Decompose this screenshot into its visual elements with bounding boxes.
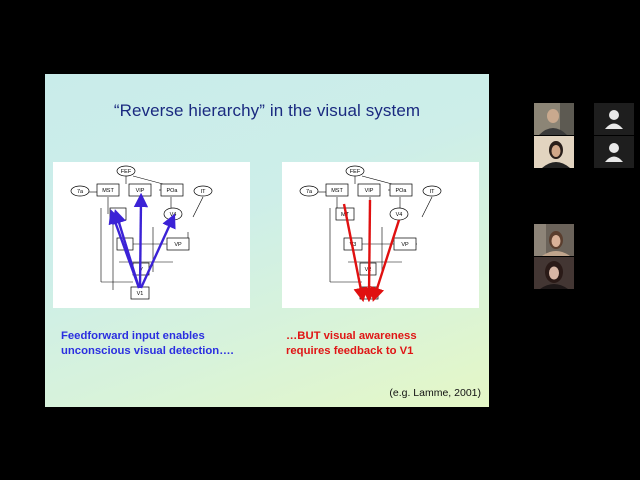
- feedforward-arrows: [108, 192, 176, 289]
- v2-node: [359, 262, 377, 276]
- poa-label: POa: [395, 188, 407, 194]
- vip-label: VIP: [365, 188, 374, 194]
- fef-label: FEF: [350, 169, 361, 175]
- mst-node: [96, 183, 120, 197]
- it-label: IT: [201, 189, 207, 195]
- it-node: [422, 185, 442, 197]
- v1-label: V1: [137, 291, 144, 297]
- participant-video-3[interactable]: [534, 136, 574, 168]
- it-label: IT: [430, 189, 436, 195]
- feedback-caption-line2: requires feedback to V1: [286, 345, 414, 357]
- fef-node: [345, 165, 365, 177]
- mst-label: MST: [331, 188, 343, 194]
- participant-video-5[interactable]: [534, 224, 574, 256]
- vp-label: VP: [174, 242, 182, 248]
- vip-label: VIP: [136, 188, 145, 194]
- feedback-diagram: FEF 7a MST VIP POa IT MT V4 V3 VP V2 V1: [282, 162, 479, 308]
- shared-slide: “Reverse hierarchy” in the visual system: [45, 74, 489, 407]
- v4-label: V4: [396, 212, 403, 218]
- area-7a-node: [299, 185, 319, 197]
- fef-label: FEF: [121, 169, 132, 175]
- vip-node: [357, 183, 381, 197]
- participant-1-frame: [534, 103, 574, 135]
- feedforward-caption-line2: unconscious visual detection….: [61, 345, 234, 357]
- feedback-diagram-svg: FEF 7a MST VIP POa IT MT V4 V3 VP V2 V1: [299, 165, 442, 303]
- it-node: [193, 185, 213, 197]
- area-7a-label: 7a: [77, 189, 84, 195]
- citation: (e.g. Lamme, 2001): [389, 387, 481, 399]
- slide-title: “Reverse hierarchy” in the visual system: [113, 101, 421, 120]
- poa-label: POa: [166, 188, 178, 194]
- v4-label: V4: [170, 212, 177, 218]
- vp-node: [393, 237, 417, 251]
- person-icon: [605, 143, 623, 162]
- feedforward-diagram: FEF 7a MST VIP POa IT V4 2 VP V V1: [53, 162, 250, 308]
- feedforward-diagram-svg: FEF 7a MST VIP POa IT V4 2 VP V V1: [70, 165, 213, 300]
- area-7a-node: [70, 185, 90, 197]
- area-7a-label: 7a: [306, 189, 313, 195]
- mst-label: MST: [102, 188, 114, 194]
- participant-video-1[interactable]: [534, 103, 574, 135]
- feedforward-caption-line1: Feedforward input enables: [61, 330, 205, 342]
- mst-node: [325, 183, 349, 197]
- participant-placeholder-2[interactable]: [594, 103, 634, 135]
- v2-label: V2: [365, 267, 372, 273]
- feedback-caption-line1: …BUT visual awareness: [286, 330, 417, 342]
- participant-placeholder-4[interactable]: [594, 136, 634, 168]
- vp-node: [166, 237, 190, 251]
- participant-6-frame: [534, 257, 574, 289]
- person-icon: [605, 110, 623, 129]
- poa-node: [389, 183, 413, 197]
- poa-node: [160, 183, 184, 197]
- feedback-caption: …BUT visual awareness requires feedback …: [286, 329, 417, 359]
- participant-3-frame: [534, 136, 574, 168]
- feedforward-caption: Feedforward input enables unconscious vi…: [61, 329, 234, 359]
- vp-label: VP: [401, 242, 409, 248]
- participant-5-frame: [534, 224, 574, 256]
- participant-video-6[interactable]: [534, 257, 574, 289]
- feedback-arrows: [342, 199, 401, 303]
- fef-node: [116, 165, 136, 177]
